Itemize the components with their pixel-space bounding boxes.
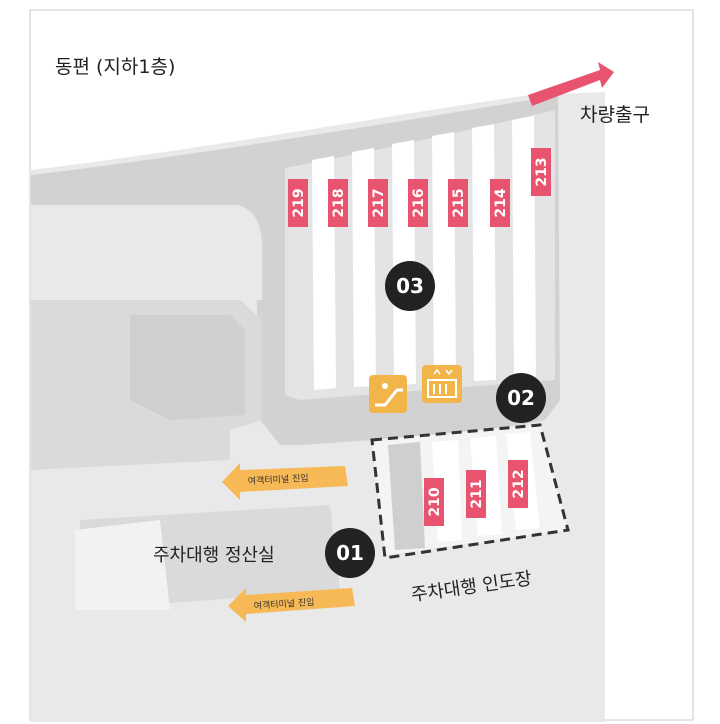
svg-text:217: 217 (371, 188, 387, 217)
terminal-inner (130, 315, 245, 420)
marker-01[interactable]: 01 (325, 528, 375, 578)
svg-text:210: 210 (427, 487, 443, 516)
marker-02[interactable]: 02 (496, 373, 546, 423)
valet-slot-210: 210 (424, 478, 444, 526)
elevator-icon[interactable] (422, 365, 462, 403)
parking-slots: 219 218 217 216 215 214 213 (288, 148, 551, 227)
valet-slot-211: 211 (466, 470, 486, 518)
svg-text:02: 02 (507, 386, 535, 410)
svg-text:01: 01 (336, 541, 364, 565)
svg-text:213: 213 (534, 157, 550, 186)
floor-title: 동편 (지하1층) (55, 56, 175, 78)
exit-label: 차량출구 (580, 104, 650, 126)
svg-text:218: 218 (331, 188, 347, 217)
marker-03[interactable]: 03 (385, 261, 435, 311)
valet-slots: 210 211 212 (424, 460, 528, 526)
parking-slot-216: 216 (408, 179, 428, 227)
svg-text:216: 216 (411, 188, 427, 217)
lower-building-inner (75, 520, 170, 610)
ground-area-lower (31, 540, 605, 722)
parking-slot-217: 217 (368, 179, 388, 227)
parking-slot-214: 214 (490, 179, 510, 227)
valet-area-border (370, 423, 570, 560)
svg-text:219: 219 (291, 188, 307, 217)
svg-text:212: 212 (511, 469, 527, 498)
parking-slot-219: 219 (288, 179, 308, 227)
parking-slot-218: 218 (328, 179, 348, 227)
valet-office-label: 주차대행 정산실 (153, 545, 275, 566)
entry-arrow-lower[interactable]: 여객터미널 진입 (228, 588, 355, 622)
entry-arrow-upper[interactable]: 여객터미널 진입 (222, 463, 348, 500)
valet-slot-212: 212 (508, 460, 528, 508)
parking-slot-213: 213 (531, 148, 551, 196)
svg-text:215: 215 (451, 188, 467, 217)
exit-arrow (528, 62, 614, 106)
svg-text:211: 211 (469, 479, 485, 508)
svg-text:03: 03 (396, 274, 424, 298)
road-island (31, 205, 262, 300)
entry-arrow-upper-label: 여객터미널 진입 (248, 472, 309, 487)
escalator-icon[interactable] (369, 375, 407, 413)
parking-slot-215: 215 (448, 179, 468, 227)
svg-text:214: 214 (493, 188, 509, 217)
